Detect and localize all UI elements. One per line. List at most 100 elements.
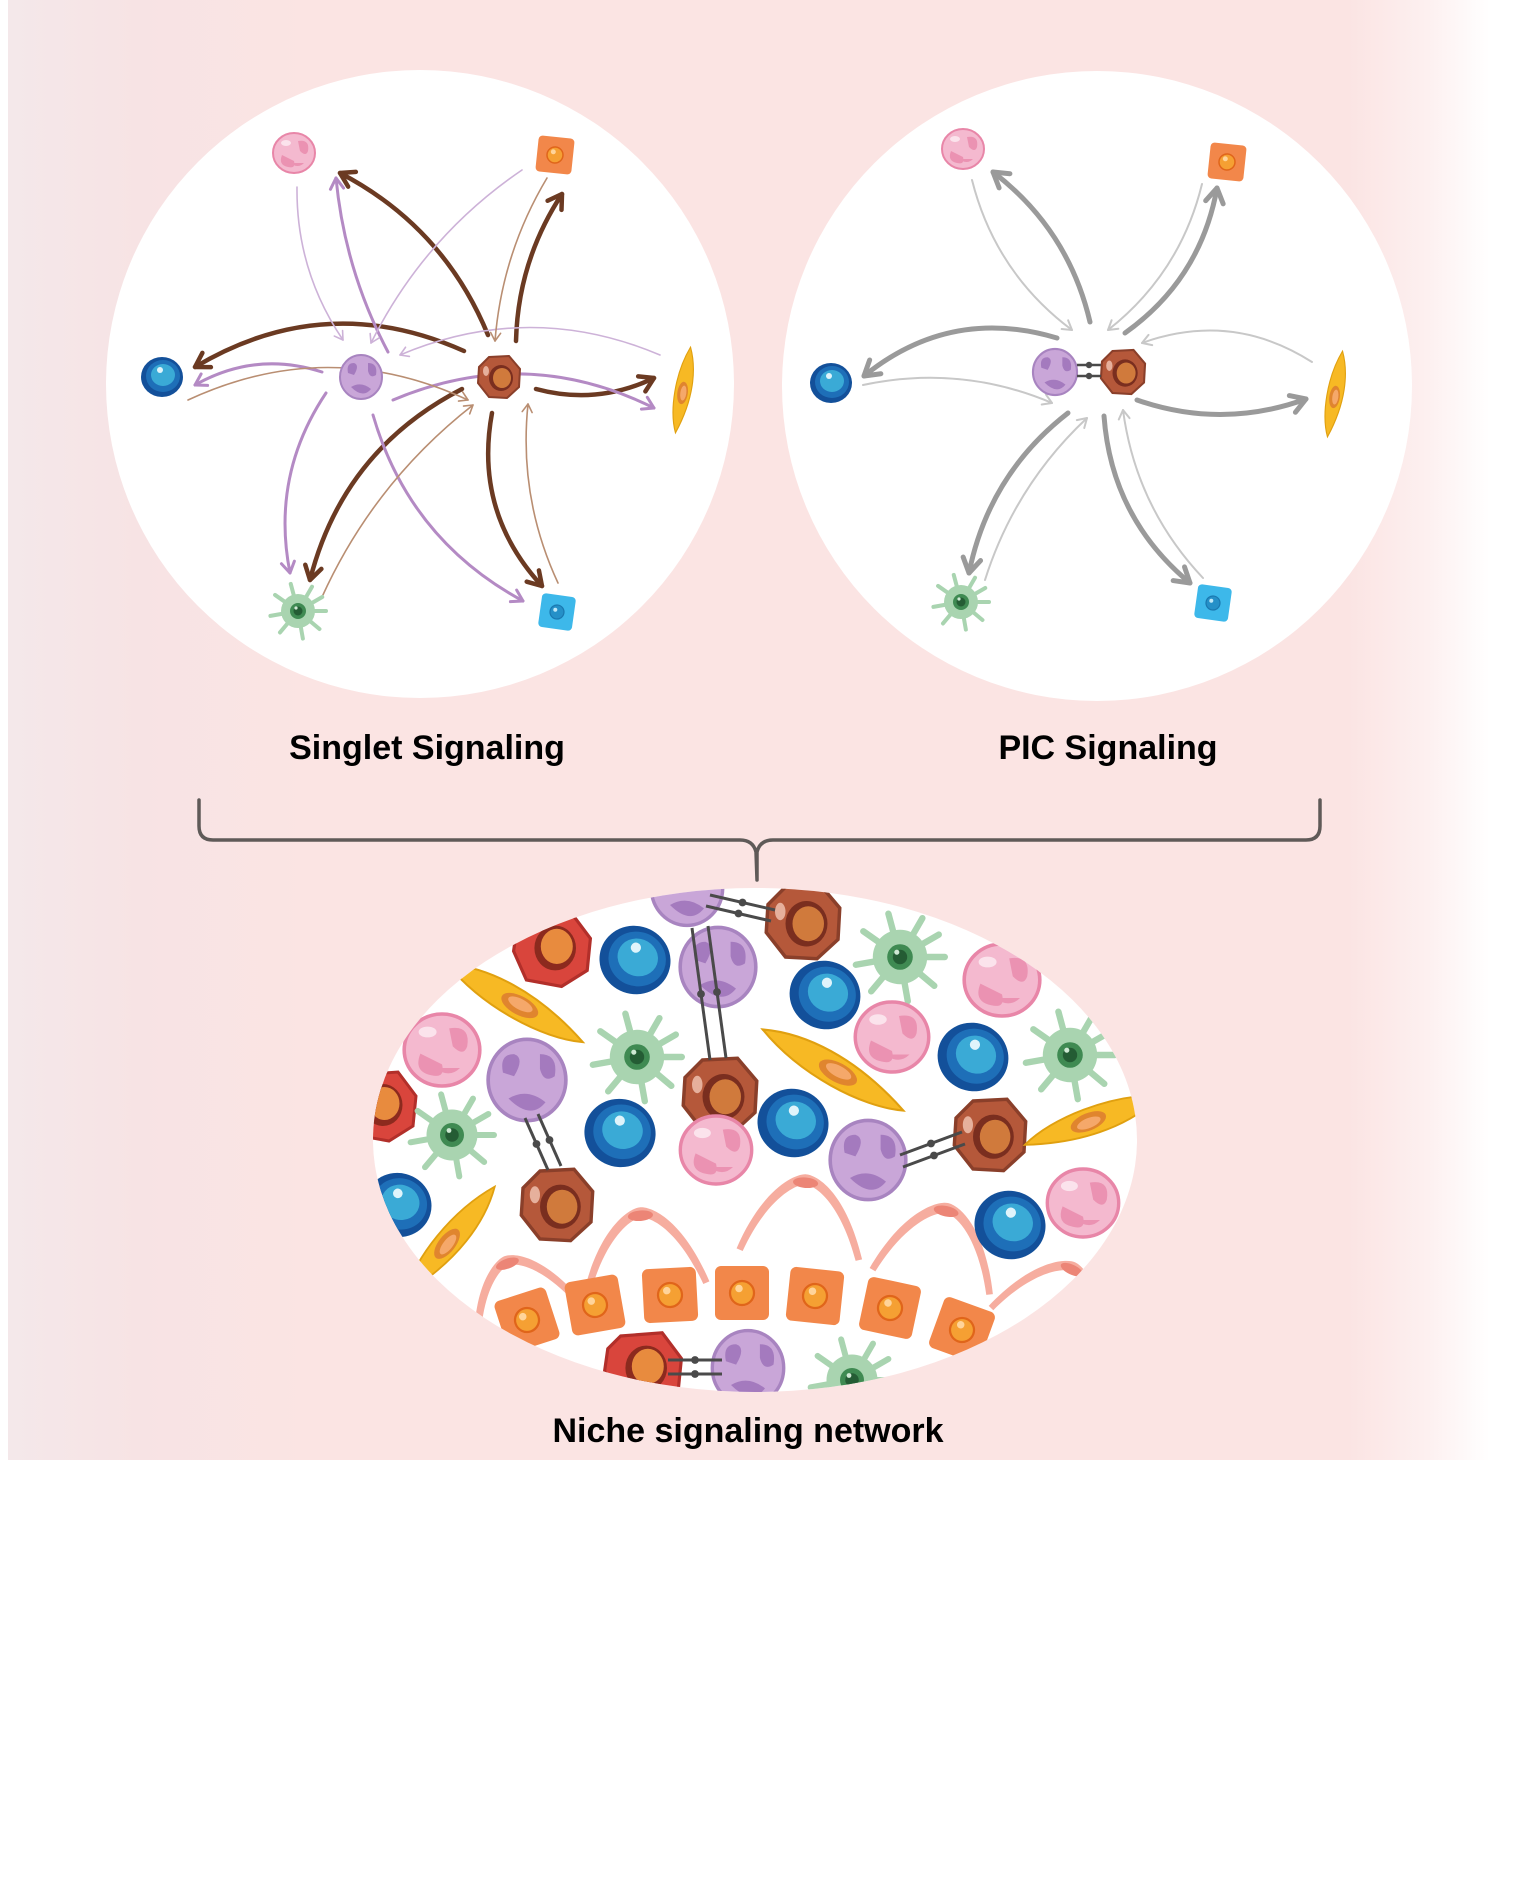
niche-tumor-cell-brown (764, 888, 842, 961)
pic-node-neutrophil-pink (941, 128, 985, 170)
tumor-cell-brown-cell-icon (1099, 348, 1147, 396)
niche-epithelial-orange (564, 1274, 626, 1336)
pic-node-b-cell-blue (810, 363, 852, 403)
singlet-edge-neutrophil-pink-to-macrophage-purple (296, 186, 344, 341)
niche-dendritic-green (852, 910, 949, 1005)
pic-signaling-label: PIC Signaling (998, 729, 1218, 767)
niche-red-cell (511, 911, 593, 989)
singlet-nodes (141, 132, 694, 641)
singlet-edges (187, 169, 661, 604)
singlet-edge-macrophage-purple-to-neutrophil-pink (328, 176, 390, 354)
pic-edge-b-cell-blue-to-pic-pair (862, 376, 1053, 406)
singlet-node-neutrophil-pink (272, 132, 316, 174)
singlet-edge-epithelial-orange-to-macrophage-purple (369, 169, 523, 344)
niche-macrophage-purple (649, 888, 725, 928)
niche-red-cell (373, 1070, 418, 1143)
niche-neutrophil-pink (678, 1114, 754, 1186)
cell-interaction-connector (668, 1370, 722, 1378)
niche-epithelial-orange (715, 1266, 769, 1320)
niche-fibroblast-yellow (1022, 1094, 1137, 1146)
singlet-edge-tumor-cell-brown-to-endothelial-lightblue (485, 410, 545, 589)
pic-node-dendritic-green (931, 572, 991, 632)
singlet-node-dendritic-green (268, 581, 328, 641)
cell-interaction-connector (902, 1142, 966, 1169)
niche-macrophage-purple (486, 1037, 568, 1123)
niche-epithelial-orange (859, 1277, 921, 1339)
singlet-edge-dendritic-green-to-tumor-cell-brown (321, 404, 474, 598)
curly-brace (197, 798, 1322, 882)
singlet-edge-tumor-cell-brown-to-fibroblast-yellow (533, 374, 657, 398)
cell-interaction-connector (668, 1356, 722, 1364)
pic-edge-epithelial-orange-to-pic-pair (1107, 183, 1203, 331)
cell-interaction-connector (899, 1130, 963, 1157)
pic-edge-pic-pair-to-b-cell-blue (861, 325, 1060, 379)
niche-epithelial-arc-pink (736, 1174, 863, 1261)
pic-edge-neutrophil-pink-to-pic-pair (971, 179, 1073, 331)
niche-fibroblast-yellow (444, 962, 586, 1044)
niche-epithelial-orange (641, 1266, 699, 1324)
niche-epithelial-orange (785, 1266, 845, 1326)
niche-dendritic-green (407, 1091, 497, 1180)
pic-edge-pic-pair-to-fibroblast-yellow (1134, 393, 1309, 417)
niche-epithelial-arc-pink (988, 1260, 1100, 1357)
singlet-node-macrophage-purple (339, 354, 383, 400)
niche-neutrophil-pink (1045, 1167, 1121, 1239)
niche-fibroblast-yellow (760, 1028, 906, 1112)
niche-macrophage-purple (710, 1328, 786, 1392)
niche-red-cell (602, 1331, 684, 1392)
niche-oval (373, 888, 1137, 1392)
niche-macrophage-purple (828, 1118, 908, 1202)
pic-edge-endothelial-lightblue-to-pic-pair (1117, 409, 1204, 579)
cell-interaction-connector (536, 1113, 563, 1167)
pic-node-endothelial-lightblue (1194, 584, 1232, 622)
singlet-node-tumor-cell-brown (476, 354, 522, 400)
singlet-edge-tumor-cell-brown-to-b-cell-blue (192, 321, 467, 370)
singlet-edge-epithelial-orange-to-tumor-cell-brown (489, 177, 548, 342)
niche-dendritic-green (1022, 1008, 1119, 1103)
niche-b-cell-blue (974, 1190, 1046, 1260)
pic-edge-pic-pair-to-neutrophil-pink (990, 169, 1093, 325)
pic-nodes (810, 128, 1346, 632)
macrophage-purple-cell-icon (1031, 347, 1079, 397)
pic-node-epithelial-orange (1207, 142, 1247, 182)
pic-edge-fibroblast-yellow-to-pic-pair (1141, 329, 1313, 363)
niche-dendritic-green (589, 1010, 686, 1105)
niche-neutrophil-pink (402, 1012, 482, 1088)
singlet-edge-tumor-cell-brown-to-dendritic-green (303, 386, 465, 583)
cell-interaction-connector (1077, 372, 1101, 380)
niche-epithelial-arc-pink (474, 1255, 588, 1349)
singlet-signaling-label: Singlet Signaling (289, 729, 565, 767)
pic-edge-pic-pair-to-endothelial-lightblue (1101, 413, 1193, 586)
cell-interaction-connector (706, 925, 728, 1059)
singlet-edge-tumor-cell-brown-to-epithelial-orange (513, 191, 565, 344)
cell-interaction-connector (1077, 361, 1101, 369)
singlet-edge-b-cell-blue-to-tumor-cell-brown (187, 366, 469, 402)
niche-neutrophil-pink (853, 1000, 931, 1074)
pic-edges (861, 169, 1313, 586)
niche-b-cell-blue (599, 925, 671, 995)
singlet-edge-endothelial-lightblue-to-tumor-cell-brown (521, 403, 559, 584)
niche-b-cell-blue (789, 960, 861, 1030)
singlet-circle (106, 70, 734, 698)
singlet-node-fibroblast-yellow (672, 345, 694, 435)
niche-epithelial-arc-pink (583, 1207, 710, 1294)
niche-epithelial-orange (420, 1310, 490, 1380)
niche-b-cell-blue (757, 1088, 829, 1158)
niche-epithelial-arc-pink (869, 1202, 993, 1295)
pic-edge-dendritic-green-to-pic-pair (984, 417, 1088, 581)
niche-b-cell-blue (937, 1022, 1009, 1092)
niche-tumor-cell-brown (519, 1167, 595, 1243)
singlet-edge-fibroblast-yellow-to-macrophage-purple (399, 326, 661, 358)
niche-signaling-network-label: Niche signaling network (552, 1412, 944, 1450)
cell-interaction-connector (690, 927, 712, 1061)
singlet-node-endothelial-lightblue (538, 593, 576, 631)
pic-node-fibroblast-yellow (1324, 349, 1346, 439)
singlet-edge-macrophage-purple-to-dendritic-green (279, 391, 328, 575)
pic-circle (782, 71, 1412, 701)
niche-b-cell-blue (584, 1098, 656, 1168)
pic-edge-pic-pair-to-dendritic-green (960, 410, 1071, 576)
cell-interaction-connector (705, 904, 772, 923)
niche-tumor-cell-brown (952, 1097, 1028, 1173)
pic-edge-pic-pair-to-epithelial-orange (1122, 185, 1226, 336)
